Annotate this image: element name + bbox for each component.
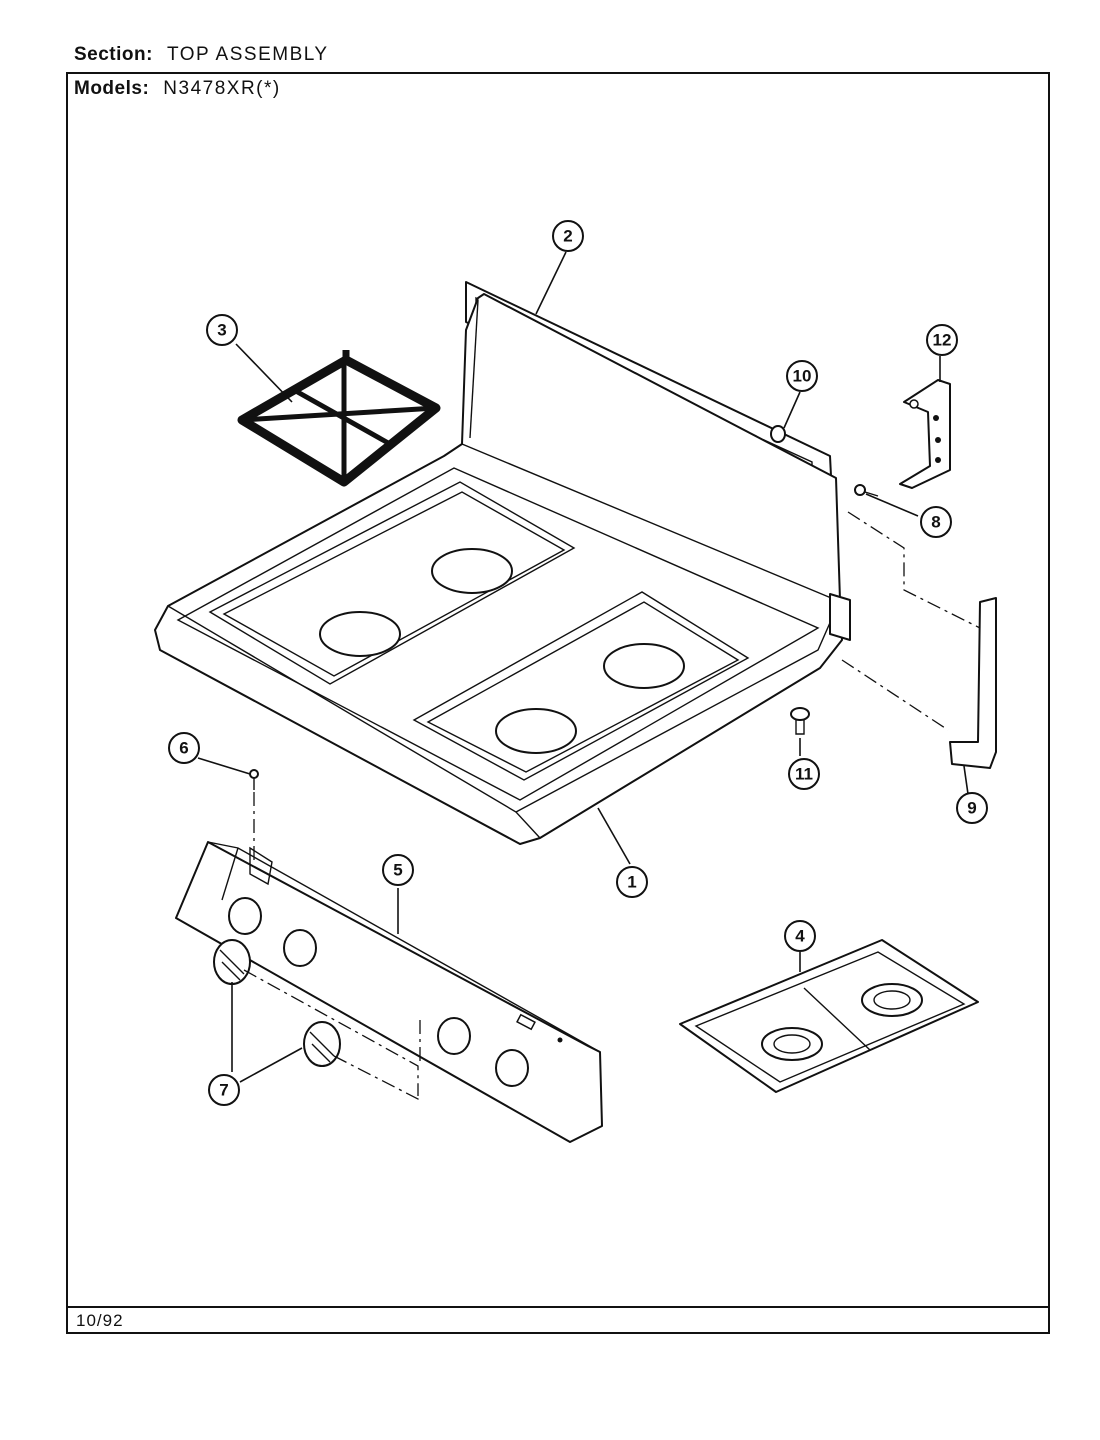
callout-12: 12 bbox=[926, 324, 958, 356]
models-heading: Models: N3478XR(*) bbox=[74, 78, 281, 100]
callout-9: 9 bbox=[956, 792, 988, 824]
part-screw-6 bbox=[249, 769, 259, 790]
callout-10: 10 bbox=[786, 360, 818, 392]
leader-lines bbox=[197, 251, 969, 1083]
diagram-frame: 10/92 bbox=[66, 72, 1050, 1334]
callout-3-label: 3 bbox=[217, 321, 226, 340]
part-burner-grate bbox=[237, 350, 441, 487]
alignment-lines bbox=[243, 511, 981, 1101]
callout-8: 8 bbox=[920, 506, 952, 538]
part-hinge-bracket bbox=[899, 379, 951, 489]
callout-10-label: 10 bbox=[793, 367, 812, 386]
revision-date: 10/92 bbox=[76, 1311, 124, 1330]
part-nut bbox=[770, 425, 786, 443]
callout-11: 11 bbox=[788, 758, 820, 790]
callout-7-label: 7 bbox=[219, 1081, 228, 1100]
part-main-cooktop bbox=[154, 293, 851, 845]
models-label: Models: bbox=[74, 78, 150, 99]
callout-9-label: 9 bbox=[967, 799, 976, 818]
callout-12-label: 12 bbox=[933, 331, 952, 350]
callout-3: 3 bbox=[206, 314, 238, 346]
callout-1: 1 bbox=[616, 866, 648, 898]
section-label: Section: bbox=[74, 44, 153, 65]
part-control-panel bbox=[175, 841, 603, 1143]
models-value: N3478XR(*) bbox=[163, 78, 281, 99]
callout-4: 4 bbox=[784, 920, 816, 952]
callout-4-label: 4 bbox=[795, 927, 805, 946]
part-screw-8 bbox=[854, 484, 879, 497]
callout-7: 7 bbox=[208, 1074, 240, 1106]
part-mounting-stud bbox=[790, 707, 810, 735]
callout-1-label: 1 bbox=[627, 873, 636, 892]
callout-8-label: 8 bbox=[931, 513, 940, 532]
callout-6-label: 6 bbox=[179, 739, 188, 758]
callout-2-label: 2 bbox=[563, 227, 572, 246]
part-knobs bbox=[213, 939, 341, 1067]
callout-2: 2 bbox=[552, 220, 584, 252]
part-side-trim bbox=[949, 597, 997, 769]
section-heading: Section: TOP ASSEMBLY bbox=[74, 44, 329, 66]
section-value: TOP ASSEMBLY bbox=[166, 44, 329, 65]
callout-5: 5 bbox=[382, 854, 414, 886]
callout-11-label: 11 bbox=[795, 765, 813, 784]
footer-divider bbox=[68, 1306, 1048, 1308]
callout-6: 6 bbox=[168, 732, 200, 764]
callout-5-label: 5 bbox=[393, 861, 402, 880]
part-burner-pan bbox=[679, 939, 979, 1093]
